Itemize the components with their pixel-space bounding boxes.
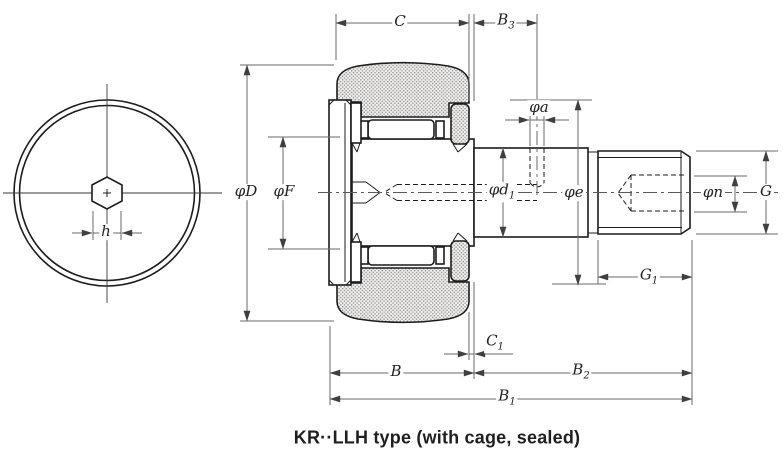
seal-right-bottom — [450, 240, 470, 282]
dim-label-phi-d1: φd1 — [486, 180, 518, 202]
seal-left-top — [350, 102, 362, 144]
dim-label-phi-f: φF — [271, 182, 297, 201]
dim-label-phi-a: φa — [527, 98, 551, 117]
dim-label-h: h — [99, 222, 113, 241]
seal-left-bottom — [350, 241, 362, 283]
extension-lines — [92, 14, 778, 405]
hex-socket-hidden — [617, 174, 687, 212]
relief-groove — [588, 151, 598, 234]
dim-label-b3: B3 — [495, 10, 517, 32]
dim-label-c: C — [392, 12, 408, 31]
dim-label-c1: C1 — [484, 331, 506, 353]
figure-title: KR··LLH type (with cage, sealed) — [293, 427, 581, 448]
seal-left-lips — [351, 142, 361, 243]
dim-label-phi-n: φn — [700, 183, 726, 202]
cage-top-right — [435, 120, 445, 139]
dim-label-b1: B1 — [496, 386, 518, 408]
side-plate-chamfers — [328, 99, 352, 286]
dim-label-phi-e: φe — [562, 183, 586, 202]
dim-label-phi-d-big: φD — [232, 182, 260, 201]
center-drill-left — [352, 181, 381, 204]
seal-right-top — [450, 103, 470, 145]
seal-right-lips — [452, 143, 468, 242]
front-view — [3, 84, 222, 303]
outer-ring-bottom — [336, 267, 470, 324]
center-mark — [103, 189, 111, 197]
roller-bottom — [367, 245, 435, 266]
dim-label-g: G — [758, 182, 774, 201]
dim-label-b2: B2 — [570, 360, 592, 382]
roller-top — [367, 119, 435, 140]
cage-bottom-right — [435, 246, 445, 265]
thread-minor-lines — [598, 157, 682, 228]
dim-label-b: B — [388, 362, 404, 381]
dim-label-g1: G1 — [637, 265, 661, 287]
